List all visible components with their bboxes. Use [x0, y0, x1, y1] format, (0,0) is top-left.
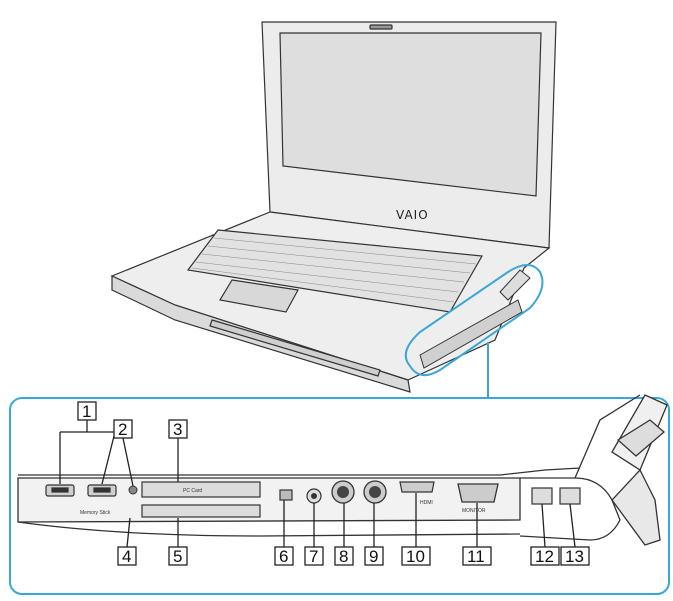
hdmi-port	[399, 481, 435, 493]
side-ports-overview	[419, 299, 523, 369]
svg-text:13: 13	[565, 547, 584, 566]
pc-card-slot	[141, 481, 261, 498]
callout-5: 5	[168, 546, 188, 566]
callout-12: 12	[530, 546, 560, 566]
port-cover	[611, 394, 668, 546]
svg-text:6: 6	[279, 547, 288, 566]
callout-3: 3	[168, 419, 188, 439]
network-port	[559, 487, 581, 505]
svg-text:2: 2	[118, 420, 127, 439]
callout-9: 9	[364, 546, 384, 566]
highlight-outline	[404, 264, 544, 377]
card-eject-button	[128, 485, 138, 495]
callout-1: 1	[77, 401, 97, 421]
laptop-screen	[279, 32, 542, 197]
svg-text:10: 10	[406, 547, 425, 566]
webcam-icon	[369, 24, 393, 30]
keyboard-keys	[191, 237, 477, 303]
svg-text:1: 1	[82, 402, 91, 421]
monitor-label: MONITOR	[462, 508, 486, 514]
leader-lines	[59, 419, 576, 548]
callout-13: 13	[560, 546, 590, 566]
callout-4: 4	[117, 546, 137, 566]
optical-drive	[209, 319, 381, 377]
svg-text:5: 5	[173, 547, 182, 566]
memory-stick-slot	[141, 504, 261, 518]
svg-text:9: 9	[369, 547, 378, 566]
callout-8: 8	[334, 546, 354, 566]
svg-text:12: 12	[535, 547, 554, 566]
brand-logo: VAIO	[396, 208, 429, 222]
usb-ports	[45, 484, 117, 497]
port-cover-overview	[499, 269, 531, 301]
callout-10: 10	[401, 546, 431, 566]
callout-6: 6	[274, 546, 294, 566]
svg-text:8: 8	[339, 547, 348, 566]
ilink-port	[279, 489, 293, 501]
callout-11: 11	[462, 546, 492, 566]
svg-text:11: 11	[467, 547, 485, 566]
modem-port	[531, 487, 553, 505]
pc-card-label: PC Card	[183, 488, 202, 494]
svg-text:4: 4	[122, 547, 131, 566]
callout-7: 7	[304, 546, 324, 566]
svg-text:7: 7	[309, 547, 318, 566]
svg-text:3: 3	[173, 420, 182, 439]
callout-2: 2	[113, 419, 133, 439]
memory-stick-label: Memory Stick	[80, 510, 111, 516]
monitor-port	[457, 483, 499, 503]
hdmi-label: HDMI	[420, 500, 433, 506]
touchpad	[219, 279, 299, 313]
